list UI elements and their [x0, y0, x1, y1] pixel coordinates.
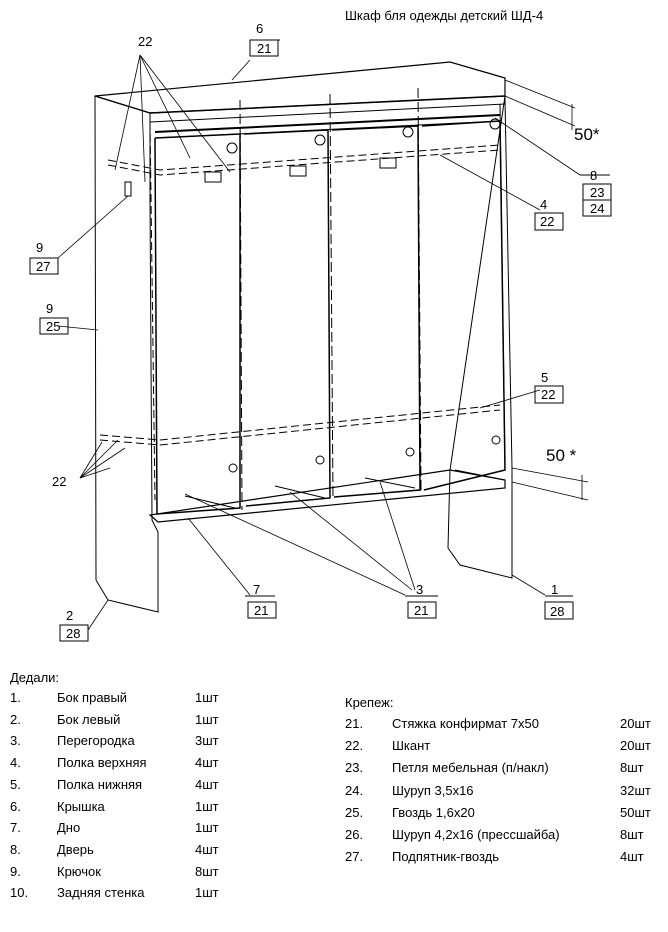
fasteners-qty: 4шт	[620, 849, 644, 865]
fasteners-name: Гвоздь 1,6х20	[392, 804, 475, 820]
callout-5-top: 5	[541, 370, 548, 385]
callout-1-bottom: 28	[550, 604, 564, 619]
callout-2-top: 2	[66, 608, 73, 623]
fasteners-num: 25.	[345, 804, 364, 820]
parts-name: Полка верхняя	[57, 755, 147, 771]
callout-9b-bottom: 25	[46, 319, 60, 334]
parts-num: 6.	[10, 798, 21, 814]
fasteners-qty: 50шт	[620, 804, 651, 820]
callout-5-bottom: 22	[541, 387, 555, 402]
parts-num: 2.	[10, 711, 21, 727]
fasteners-qty: 8шт	[620, 827, 644, 842]
fasteners-num: 24.	[345, 782, 364, 798]
parts-qty: 1шт	[195, 820, 219, 836]
fasteners-name: Стяжка конфирмат 7х50	[392, 716, 539, 731]
parts-qty: 1шт	[195, 885, 219, 901]
fasteners-name: Шкант	[392, 738, 431, 754]
callout-9b-top: 9	[46, 301, 53, 316]
parts-name: Бок левый	[57, 711, 121, 727]
callout-7-top: 7	[253, 582, 260, 597]
dimension-bottom: 50 *	[546, 446, 577, 465]
parts-qty: 8шт	[195, 863, 219, 879]
parts-name: Крючок	[57, 863, 101, 879]
left-side-panel	[94, 95, 159, 613]
callout-4-bottom: 22	[540, 214, 554, 229]
callout-9a-bottom: 27	[36, 259, 50, 274]
drawing-title: Шкаф бля одежды детский ШД-4	[345, 8, 544, 23]
parts-name: Полка нижняя	[57, 776, 143, 792]
callout-4-top: 4	[540, 197, 547, 212]
fasteners-name: Шуруп 3,5х16	[392, 782, 474, 798]
parts-name: Дно	[57, 820, 81, 836]
parts-num: 3.	[10, 733, 21, 749]
parts-name: Бок правый	[57, 690, 128, 705]
callout-22-top: 22	[138, 34, 152, 49]
callout-8-extra: 24	[590, 201, 604, 216]
callout-7-bottom: 21	[254, 603, 268, 618]
parts-name: Дверь	[57, 841, 94, 857]
door-2	[243, 129, 331, 507]
hook-icons	[124, 118, 501, 473]
fasteners-num: 27.	[345, 849, 364, 865]
parts-num: 7.	[10, 820, 21, 836]
callout-9a-top: 9	[36, 240, 43, 255]
parts-num: 9.	[10, 863, 21, 879]
fasteners-num: 26.	[345, 827, 364, 842]
dimension-top: 50*	[574, 125, 600, 144]
callout-8-top: 8	[590, 168, 597, 183]
leader-lines	[57, 54, 581, 631]
parts-qty: 1шт	[195, 690, 219, 705]
wardrobe-assembly-drawing: 22 6 21 8 23 24 4 22 9 27 9 25 5 22 22 7…	[29, 21, 612, 642]
fasteners-name: Подпятник-гвоздь	[392, 849, 499, 865]
fasteners-qty: 32шт	[620, 782, 651, 798]
parts-qty: 1шт	[195, 711, 219, 727]
parts-name: Крышка	[57, 798, 105, 814]
parts-qty: 3шт	[195, 733, 219, 749]
dimension-lines	[504, 79, 589, 501]
door-3	[331, 125, 421, 498]
parts-num: 8.	[10, 841, 21, 857]
parts-name: Задняя стенка	[57, 885, 145, 901]
parts-qty: 4шт	[195, 776, 219, 792]
fasteners-num: 21.	[345, 716, 364, 731]
parts-qty: 4шт	[195, 841, 219, 857]
bottom-plinth	[148, 469, 506, 523]
fasteners-name: Петля мебельная (п/накл)	[392, 760, 549, 776]
callout-3-bottom: 21	[414, 603, 428, 618]
parts-title: Дедали:	[10, 670, 60, 685]
parts-name: Перегородка	[57, 733, 135, 749]
door-1	[154, 133, 241, 515]
fasteners-name: Шуруп 4,2х16 (прессшайба)	[392, 827, 560, 842]
parts-qty: 4шт	[195, 755, 219, 771]
callout-22b-top: 22	[52, 474, 66, 489]
lid-front-edge	[149, 95, 506, 114]
callout-1-top: 1	[551, 582, 558, 597]
callout-boxes	[29, 39, 612, 642]
fasteners-qty: 8шт	[620, 760, 644, 776]
parts-num: 1.	[10, 690, 21, 705]
fasteners-num: 22.	[345, 738, 364, 754]
fasteners-num: 23.	[345, 760, 364, 776]
parts-num: 4.	[10, 755, 21, 771]
fasteners-qty: 20шт	[620, 716, 651, 731]
parts-num: 5.	[10, 776, 21, 792]
door-4	[421, 120, 506, 491]
callout-6-bottom: 21	[257, 41, 271, 56]
callout-6-top: 6	[256, 21, 263, 36]
parts-num: 10.	[10, 885, 29, 901]
fasteners-title: Крепеж:	[345, 695, 394, 710]
callout-2-bottom: 28	[66, 626, 80, 641]
parts-qty: 1шт	[195, 798, 219, 814]
fasteners-qty: 20шт	[620, 738, 651, 754]
callout-8-bottom: 23	[590, 185, 604, 200]
callout-3-top: 3	[416, 582, 423, 597]
